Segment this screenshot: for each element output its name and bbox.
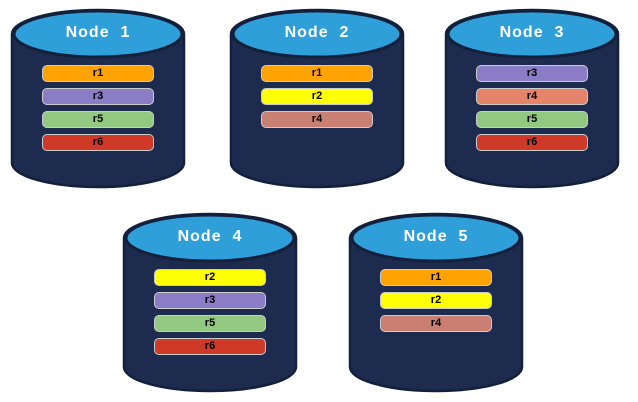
node-5-replica-list: r1 r2 r4	[380, 269, 492, 338]
replica-bar: r3	[42, 88, 154, 105]
replica-bar: r6	[154, 338, 266, 355]
replica-bar: r1	[42, 65, 154, 82]
node-3-replica-list: r3 r4 r5 r6	[476, 65, 588, 157]
replica-bar: r1	[261, 65, 373, 82]
node-1-cylinder: Node 1 r1 r3 r5 r6	[10, 7, 186, 191]
replica-bar: r4	[261, 111, 373, 128]
node-5-cylinder: Node 5 r1 r2 r4	[348, 211, 524, 395]
replica-bar: r5	[42, 111, 154, 128]
replica-bar: r3	[476, 65, 588, 82]
node-2-cylinder: Node 2 r1 r2 r4	[229, 7, 405, 191]
replica-bar: r5	[154, 315, 266, 332]
node-4-cylinder: Node 4 r2 r3 r5 r6	[122, 211, 298, 395]
replica-bar: r4	[380, 315, 492, 332]
replica-bar: r2	[261, 88, 373, 105]
replica-bar: r5	[476, 111, 588, 128]
replica-bar: r4	[476, 88, 588, 105]
node-1-replica-list: r1 r3 r5 r6	[42, 65, 154, 157]
node-4-replica-list: r2 r3 r5 r6	[154, 269, 266, 361]
node-5-title: Node 5	[403, 228, 469, 245]
replica-bar: r2	[154, 269, 266, 286]
node-4-title: Node 4	[177, 228, 243, 245]
node-2-title: Node 2	[284, 24, 350, 41]
replica-bar: r6	[476, 134, 588, 151]
replica-bar: r2	[380, 292, 492, 309]
node-2-replica-list: r1 r2 r4	[261, 65, 373, 134]
node-3-cylinder: Node 3 r3 r4 r5 r6	[444, 7, 620, 191]
replica-bar: r3	[154, 292, 266, 309]
replica-bar: r6	[42, 134, 154, 151]
node-3-title: Node 3	[499, 24, 565, 41]
replica-bar: r1	[380, 269, 492, 286]
node-1-title: Node 1	[65, 24, 131, 41]
